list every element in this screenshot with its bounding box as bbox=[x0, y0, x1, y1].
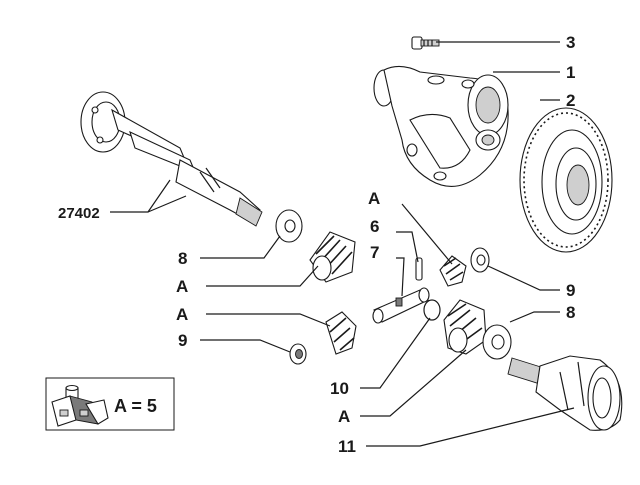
legend-text: A = 5 bbox=[114, 396, 157, 416]
callout-8-left: 8 bbox=[178, 249, 187, 268]
part-9-washer-left bbox=[289, 343, 307, 365]
callout-A-left: A bbox=[176, 277, 188, 296]
callout-3: 3 bbox=[566, 33, 575, 52]
part-2-ring-gear bbox=[519, 107, 613, 253]
part-9-washer-right bbox=[470, 247, 490, 273]
part-7-pinion-shaft bbox=[372, 287, 430, 324]
callout-A-middle: A bbox=[176, 305, 188, 324]
part-A-bevel-gear-lower bbox=[443, 299, 487, 355]
callout-A-bottom: A bbox=[338, 407, 350, 426]
part-8-washer-right bbox=[482, 324, 512, 360]
part-11-output-shaft bbox=[507, 355, 623, 431]
part-A-pinion-gear-upper bbox=[439, 255, 467, 287]
callout-labels: 3 1 2 27402 8 A A 6 7 9 A 8 9 10 A 11 bbox=[58, 33, 575, 456]
leader-lines bbox=[110, 41, 575, 447]
callout-2: 2 bbox=[566, 91, 575, 110]
callout-9-right: 9 bbox=[566, 281, 575, 300]
part-1-differential-housing bbox=[373, 65, 509, 187]
part-A-bevel-gear-left bbox=[309, 231, 356, 283]
part-10-snap-ring bbox=[423, 299, 441, 321]
callout-10: 10 bbox=[330, 379, 349, 398]
callout-8-right: 8 bbox=[566, 303, 575, 322]
callout-7: 7 bbox=[370, 243, 379, 262]
part-8-washer-left bbox=[275, 209, 303, 243]
callout-11: 11 bbox=[338, 437, 356, 456]
part-A-pinion-gear-lower bbox=[325, 311, 357, 355]
callout-1: 1 bbox=[566, 63, 575, 82]
kit-legend: A = 5 bbox=[45, 377, 175, 431]
callout-9-left: 9 bbox=[178, 331, 187, 350]
part-27402-drive-shaft bbox=[80, 91, 263, 227]
part-6-pin bbox=[415, 257, 423, 281]
callout-A-top: A bbox=[368, 189, 380, 208]
callout-6: 6 bbox=[370, 217, 379, 236]
callout-27402: 27402 bbox=[58, 205, 100, 222]
part-3-bolt bbox=[411, 36, 440, 50]
kit-box-icon bbox=[51, 384, 109, 427]
